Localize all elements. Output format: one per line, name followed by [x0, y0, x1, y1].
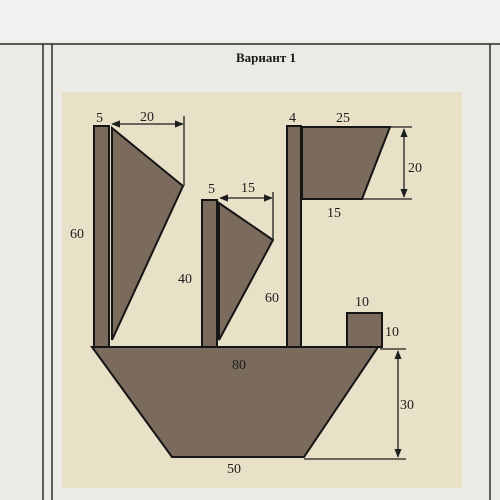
label-hull-top: 80	[232, 358, 246, 373]
label-right-mast-width: 4	[289, 111, 296, 126]
ship-figure	[90, 125, 392, 458]
right-mast	[286, 125, 302, 348]
label-hull-height: 30	[400, 398, 414, 413]
dimension-lines	[111, 116, 412, 460]
left-sail-triangle	[111, 125, 185, 341]
paper-top	[0, 0, 500, 48]
label-hull-bottom: 50	[227, 462, 241, 477]
label-cabin-height: 10	[385, 325, 399, 340]
label-left-mast-width: 5	[96, 111, 103, 126]
middle-mast	[201, 199, 218, 348]
label-flag-height: 20	[408, 161, 422, 176]
label-mid-mast-height: 40	[178, 272, 192, 287]
label-mid-mast-width: 5	[208, 182, 215, 197]
label-flag-top: 25	[336, 111, 350, 126]
left-mast	[93, 125, 110, 348]
label-cabin-width: 10	[355, 295, 369, 310]
hull-trapezoid	[90, 346, 380, 458]
label-left-mast-height: 60	[70, 227, 84, 242]
label-left-sail-width: 20	[140, 110, 154, 125]
middle-sail-triangle	[218, 201, 275, 341]
label-flag-bottom: 15	[327, 206, 341, 221]
cabin-square	[346, 312, 383, 348]
worksheet-title: Вариант 1	[236, 50, 296, 65]
label-right-mast-height: 60	[265, 291, 279, 306]
label-mid-sail-width: 15	[241, 181, 255, 196]
